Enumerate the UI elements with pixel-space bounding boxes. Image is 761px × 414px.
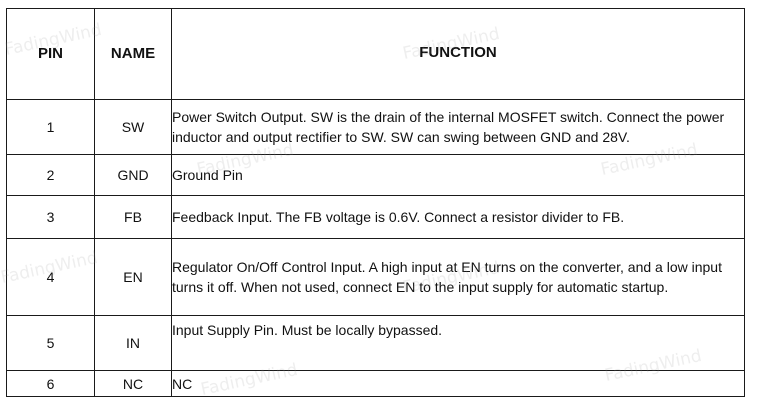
table-row: 6 NC NC — [6, 370, 745, 397]
table-row: 3 FB Feedback Input. The FB voltage is 0… — [6, 195, 745, 239]
pin-name-cell: SW — [94, 99, 172, 155]
pin-function-cell: Regulator On/Off Control Input. A high i… — [171, 238, 745, 316]
table-row: 2 GND Ground Pin — [6, 154, 745, 196]
pin-function-cell: Input Supply Pin. Must be locally bypass… — [171, 315, 745, 371]
pin-number-cell: 2 — [6, 154, 95, 196]
pin-name-cell: FB — [94, 195, 172, 239]
name-column-header: NAME — [94, 8, 172, 100]
table-row: 1 SW Power Switch Output. SW is the drai… — [6, 99, 745, 155]
pin-number-cell: 3 — [6, 195, 95, 239]
function-column-header: FUNCTION — [171, 8, 745, 100]
pin-name-cell: GND — [94, 154, 172, 196]
table-row: 4 EN Regulator On/Off Control Input. A h… — [6, 238, 745, 316]
pin-column-header: PIN — [6, 8, 95, 100]
pin-name-cell: NC — [94, 370, 172, 397]
pin-function-cell: NC — [171, 370, 745, 397]
pin-name-cell: IN — [94, 315, 172, 371]
pin-function-cell: Feedback Input. The FB voltage is 0.6V. … — [171, 195, 745, 239]
pin-number-cell: 4 — [6, 238, 95, 316]
pin-function-cell: Ground Pin — [171, 154, 745, 196]
pin-number-cell: 5 — [6, 315, 95, 371]
pin-function-table: PIN NAME FUNCTION 1 SW Power Switch Outp… — [6, 8, 745, 397]
pin-name-cell: EN — [94, 238, 172, 316]
pin-number-cell: 1 — [6, 99, 95, 155]
pin-function-cell: Power Switch Output. SW is the drain of … — [171, 99, 745, 155]
table-header-row: PIN NAME FUNCTION — [6, 8, 745, 100]
table-row: 5 IN Input Supply Pin. Must be locally b… — [6, 315, 745, 371]
pin-number-cell: 6 — [6, 370, 95, 397]
